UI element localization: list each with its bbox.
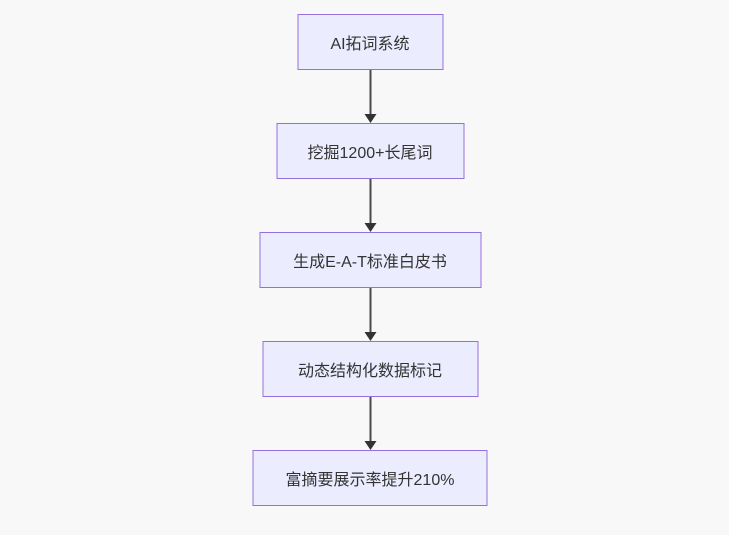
arrow-line	[369, 397, 371, 441]
flow-node-structured-data-markup: 动态结构化数据标记	[262, 341, 478, 397]
arrow-connector	[364, 288, 376, 341]
arrow-connector	[364, 397, 376, 450]
arrowhead-down-icon	[364, 114, 376, 123]
arrow-line	[369, 179, 371, 223]
flow-node-ai-word-system: AI拓词系统	[297, 14, 443, 70]
arrowhead-down-icon	[364, 223, 376, 232]
arrow-line	[369, 288, 371, 332]
arrowhead-down-icon	[364, 332, 376, 341]
flow-node-longtail-mining: 挖掘1200+长尾词	[276, 123, 464, 179]
arrow-line	[369, 70, 371, 114]
arrow-connector	[364, 179, 376, 232]
flowchart: AI拓词系统 挖掘1200+长尾词 生成E-A-T标准白皮书 动态结构化数据标记…	[252, 14, 488, 506]
flow-node-eat-whitepaper: 生成E-A-T标准白皮书	[259, 232, 481, 288]
arrowhead-down-icon	[364, 441, 376, 450]
arrow-connector	[364, 70, 376, 123]
flow-node-rich-snippet-uplift: 富摘要展示率提升210%	[252, 450, 488, 506]
